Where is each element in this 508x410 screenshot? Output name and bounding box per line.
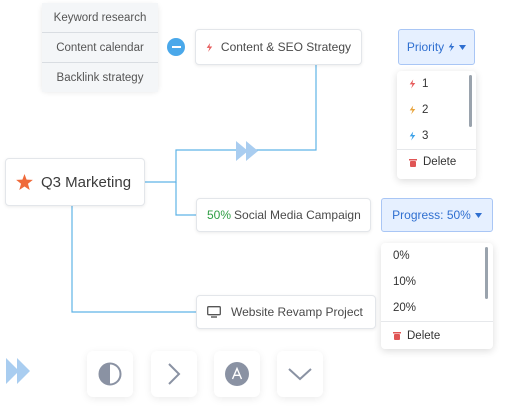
progress-option[interactable]: 0% [381,243,493,269]
root-node[interactable]: Q3 Marketing [5,158,145,206]
expand-button[interactable] [277,351,323,397]
subtask-item[interactable]: Content calendar [42,33,158,63]
progress-option[interactable]: 20% [381,295,493,321]
delete-menu-item[interactable]: Delete [397,149,476,174]
option-label: 1 [422,78,429,90]
node-website-revamp[interactable]: Website Revamp Project [196,295,376,329]
option-label: 3 [422,130,429,142]
node-label: Social Media Campaign [234,208,361,222]
scrollbar[interactable] [469,75,472,127]
lightning-icon [206,42,213,52]
delete-label: Delete [407,329,441,342]
progress-dropdown-button[interactable]: Progress: 50% [381,198,493,232]
priority-dropdown-button[interactable]: Priority [398,29,475,65]
flow-arrow-icon [236,141,258,161]
subtask-list: Keyword research Content calendar Backli… [42,3,158,92]
avatar-button[interactable] [214,351,260,397]
collapse-button[interactable] [167,38,185,56]
delete-menu-item[interactable]: Delete [381,321,493,349]
caret-down-icon [459,44,467,50]
priority-label: Priority [406,40,445,54]
option-label: 20% [393,302,417,314]
subtask-item[interactable]: Backlink strategy [42,63,158,92]
caret-down-icon [474,212,482,218]
double-chevron-icon [6,358,30,384]
monitor-icon [207,306,221,318]
trash-icon [393,332,401,340]
node-content-seo[interactable]: Content & SEO Strategy [195,29,362,65]
next-button[interactable] [151,351,197,397]
priority-option[interactable]: 2 [397,97,476,123]
chevron-right-icon [168,363,181,385]
node-label: Website Revamp Project [231,305,363,319]
lightning-icon [409,79,416,89]
priority-menu: 1 2 3 Delete [397,71,476,179]
priority-option[interactable]: 1 [397,71,476,97]
root-label: Q3 Marketing [41,173,132,191]
option-label: 10% [393,276,417,288]
delete-label: Delete [423,156,457,168]
option-label: 2 [422,104,429,116]
scrollbar[interactable] [485,247,488,299]
progress-menu: 0% 10% 20% Delete [381,243,493,349]
star-icon [16,174,33,190]
minus-icon [171,46,181,48]
avatar-a-icon [225,362,249,386]
progress-option[interactable]: 10% [381,269,493,295]
lightning-icon [448,42,455,52]
lightning-icon [409,105,416,115]
node-social-media[interactable]: 50% Social Media Campaign [196,198,371,232]
theme-toggle-button[interactable] [87,351,133,397]
trash-icon [409,158,417,167]
priority-option[interactable]: 3 [397,123,476,149]
progress-value: 50% [207,208,232,222]
node-label: Content & SEO Strategy [220,40,351,54]
subtask-item[interactable]: Keyword research [42,3,158,33]
lightning-icon [409,131,416,141]
progress-label: Progress: 50% [392,208,471,222]
option-label: 0% [393,250,410,262]
chevron-down-icon [288,368,312,381]
contrast-icon [98,362,122,386]
